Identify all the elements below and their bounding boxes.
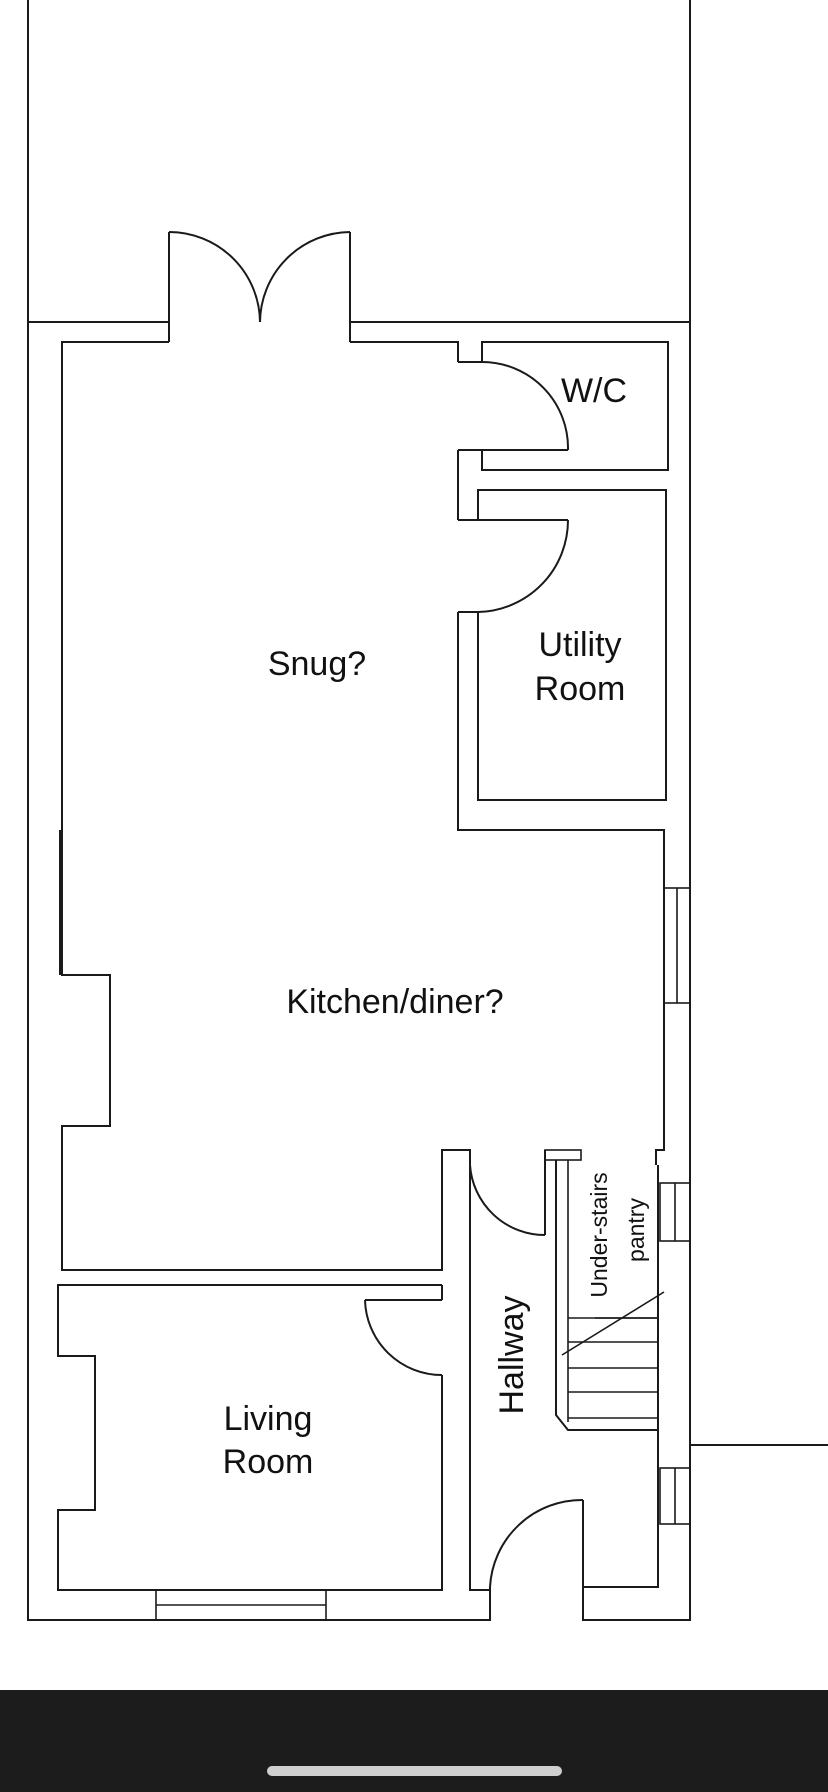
room-label-utility-line2: Room xyxy=(535,670,626,708)
wc-room xyxy=(458,341,669,471)
room-label-snug: Snug? xyxy=(268,645,366,683)
room-label-living-line2: Room xyxy=(223,1443,314,1481)
outer-walls xyxy=(27,232,828,1621)
stairs xyxy=(544,1149,665,1431)
room-label-living-line1: Living xyxy=(224,1400,313,1438)
garden-boundary xyxy=(27,0,691,322)
floor-plan: W/C Utility Room Snug? Kitchen/diner? Un… xyxy=(27,0,828,1621)
rear-french-doors xyxy=(168,231,351,342)
kitchen-window xyxy=(663,887,691,1004)
room-label-hallway: Hallway xyxy=(493,1295,531,1414)
snug-kitchen-walls xyxy=(59,341,665,1271)
room-label-wc: W/C xyxy=(561,372,627,410)
utility-room xyxy=(458,489,667,801)
hallway-kitchen-door xyxy=(469,1150,546,1237)
room-label-utility-line1: Utility xyxy=(538,626,621,664)
room-label-kitchen: Kitchen/diner? xyxy=(286,983,503,1021)
living-room-walls xyxy=(57,1284,443,1621)
system-home-bar xyxy=(0,1690,828,1792)
room-label-pantry-line2: pantry xyxy=(623,1198,649,1262)
home-indicator[interactable] xyxy=(267,1766,562,1776)
room-label-pantry-line1: Under-stairs xyxy=(586,1172,612,1297)
